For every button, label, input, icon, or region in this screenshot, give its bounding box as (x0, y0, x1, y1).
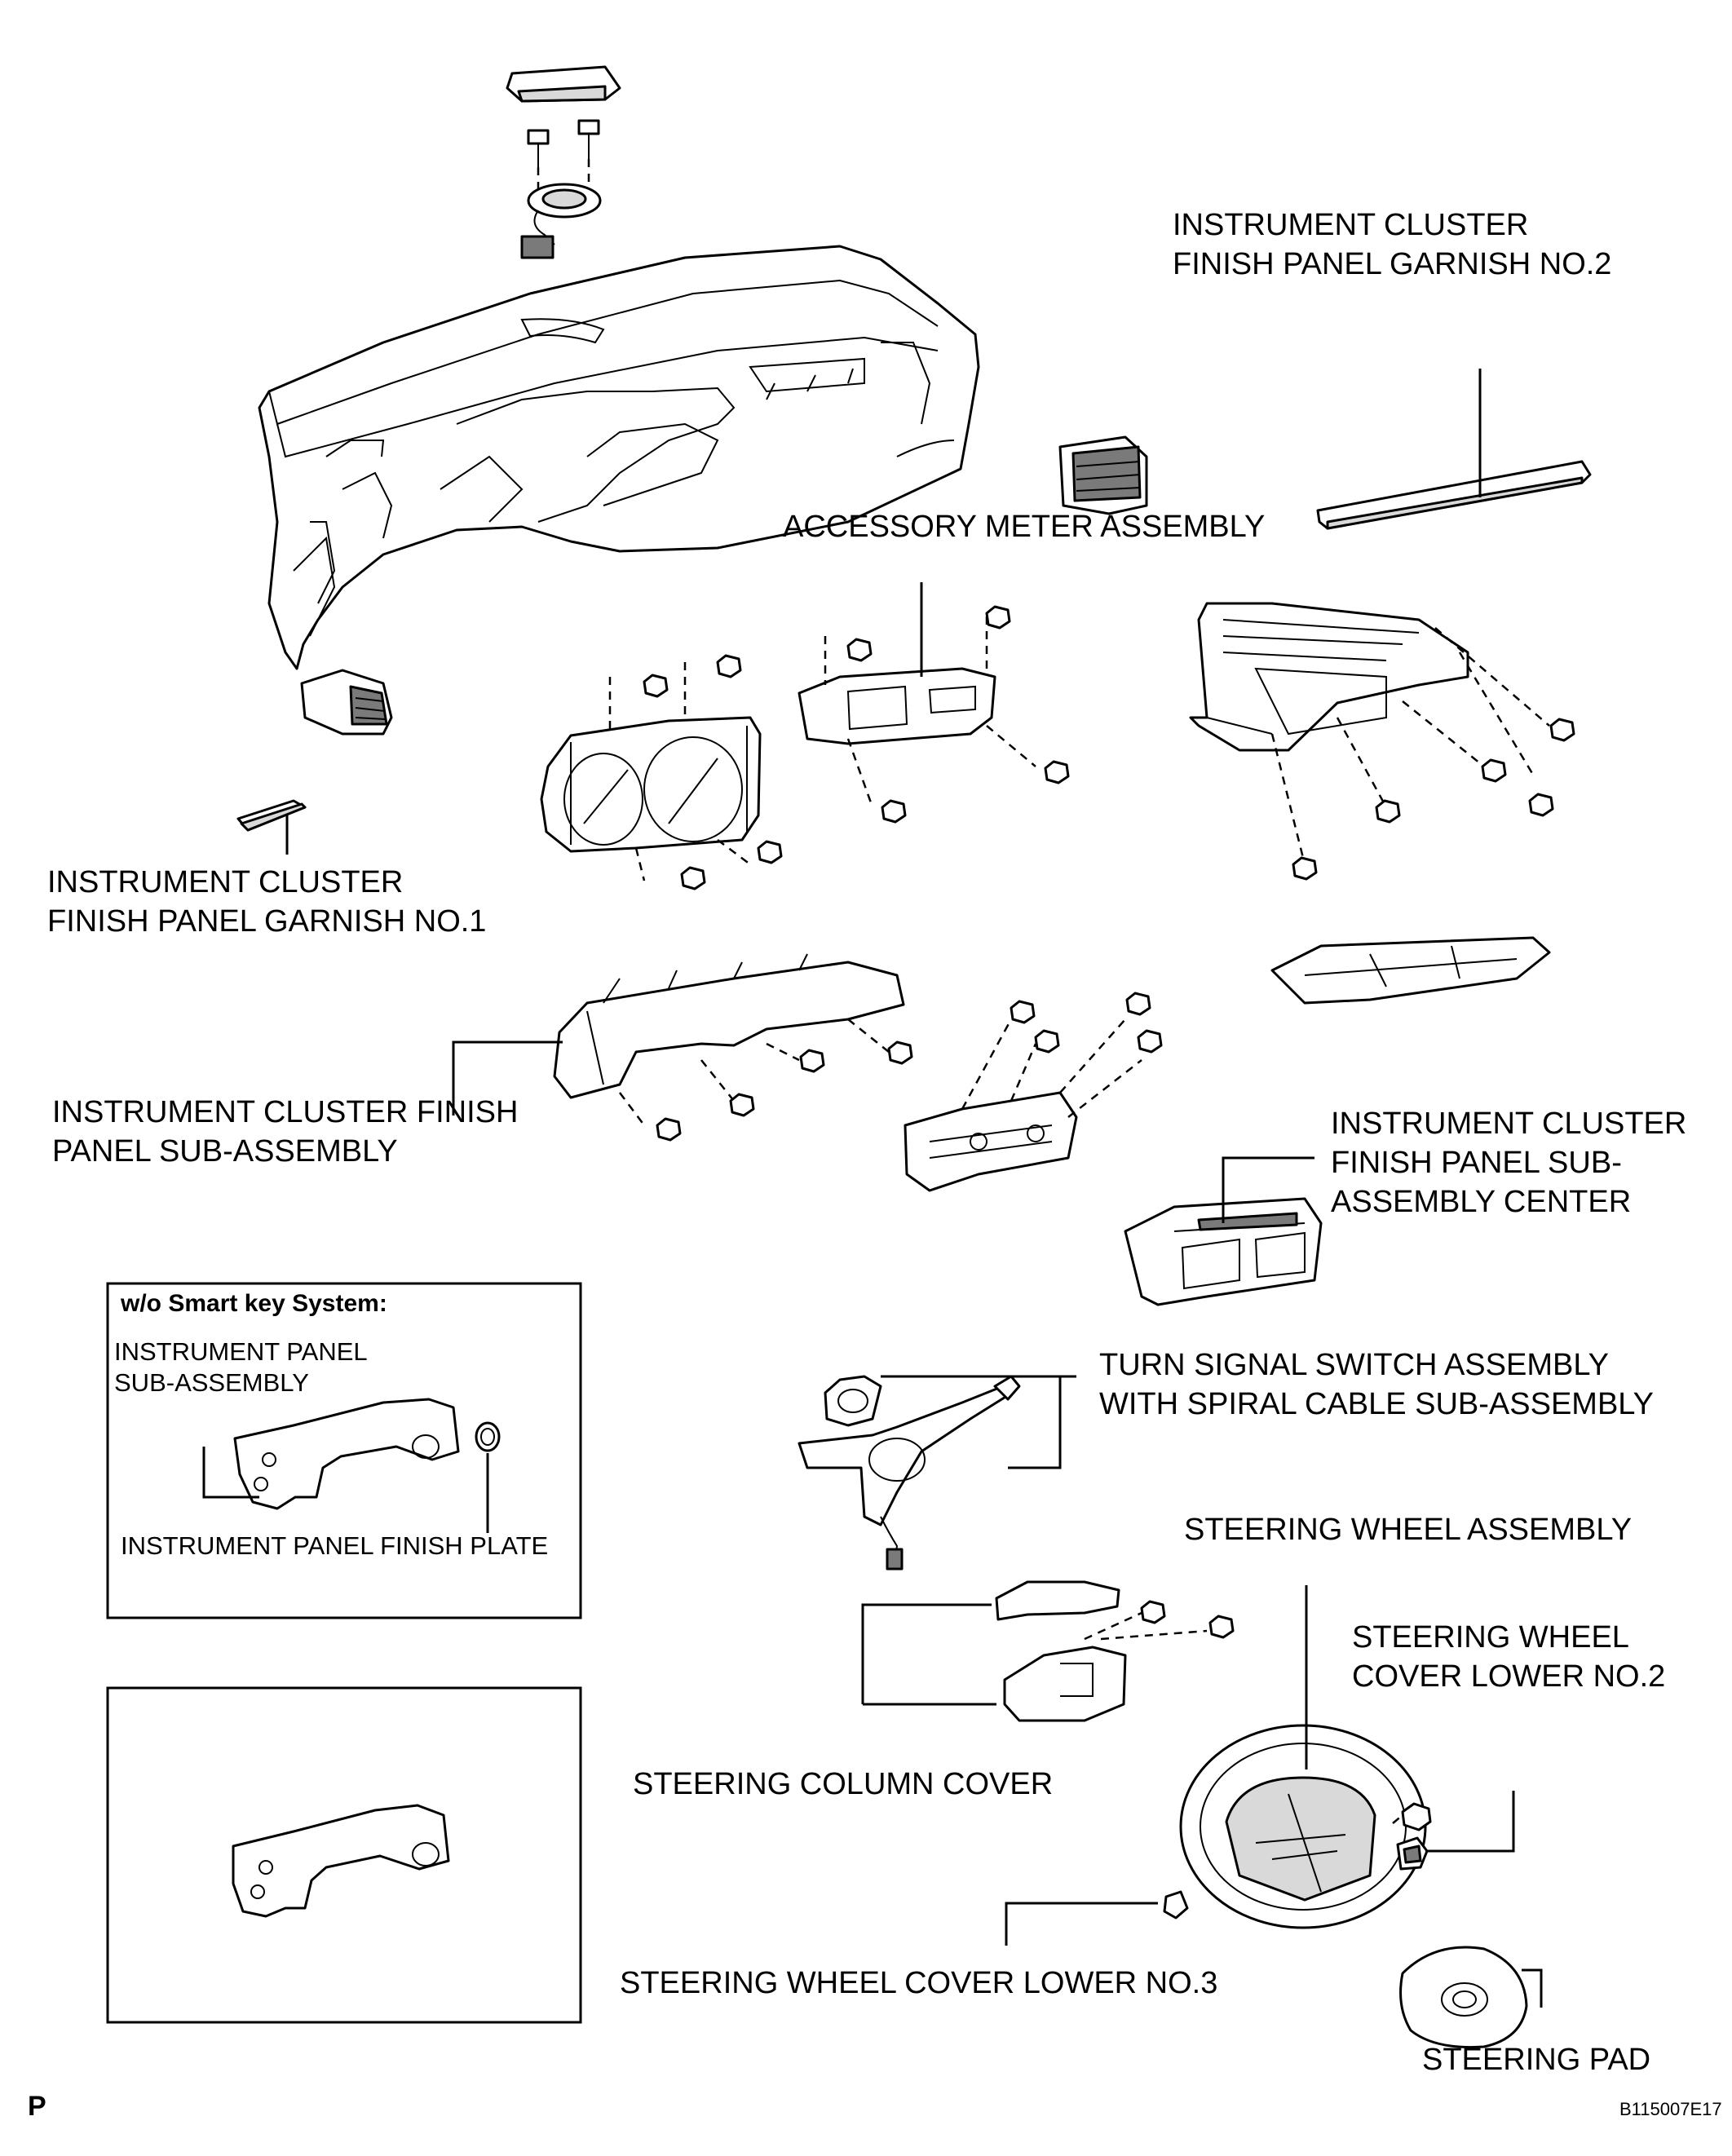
combination-meter-part (540, 662, 762, 881)
center-control-part (904, 1018, 1142, 1192)
label-column-cover: STEERING COLUMN COVER (633, 1767, 1053, 1801)
label-cluster-finish-panel: INSTRUMENT CLUSTER FINISH PANEL SUB-ASSE… (52, 1095, 518, 1169)
upper-panel-part (1270, 936, 1551, 1005)
label-cover-lower-no3: STEERING WHEEL COVER LOWER NO.3 (620, 1966, 1217, 2000)
garnish-no1-part (236, 799, 307, 832)
inset-smart-key-box: w/o Smart key System: INSTRUMENT PANEL S… (106, 1282, 582, 1619)
label-turn-signal-line1: TURN SIGNAL SWITCH ASSEMBLY (1099, 1348, 1609, 1382)
cover-lower-no3-part (1163, 1890, 1189, 1920)
inset-panel-label-line1: INSTRUMENT PANEL (114, 1337, 368, 1366)
accessory-meter-screw-part (846, 605, 1070, 824)
cluster-finish-screw-part (656, 1040, 913, 1142)
label-cluster-finish-center: INSTRUMENT CLUSTER FINISH PANEL SUB- ASS… (1331, 1107, 1686, 1219)
page-letter: P (28, 2091, 46, 2122)
speaker-part (520, 183, 602, 259)
label-garnish-no2: INSTRUMENT CLUSTER FINISH PANEL GARNISH … (1173, 208, 1611, 281)
steering-nut-part (1401, 1802, 1432, 1831)
inset-panel-label-line2: SUB-ASSEMBLY (114, 1368, 309, 1397)
speaker-cover-part (506, 65, 621, 103)
side-register-left-part (300, 669, 393, 736)
label-cluster-finish-center-line2: FINISH PANEL SUB- (1331, 1146, 1622, 1180)
label-accessory-meter: ACCESSORY METER ASSEMBLY (783, 510, 1265, 544)
label-cover-lower-no2-line2: COVER LOWER NO.2 (1352, 1659, 1665, 1694)
steering-column-cover-part (995, 1580, 1208, 1722)
label-cover-lower-no2: STEERING WHEEL COVER LOWER NO.2 (1352, 1620, 1665, 1694)
turn-signal-switch-part (798, 1375, 1021, 1571)
label-cluster-finish-panel-line2: PANEL SUB-ASSEMBLY (52, 1134, 398, 1169)
lower-panel-screw-part (1292, 718, 1575, 881)
label-garnish-no2-line1: INSTRUMENT CLUSTER (1173, 208, 1528, 242)
label-garnish-no1: INSTRUMENT CLUSTER FINISH PANEL GARNISH … (47, 865, 486, 939)
label-garnish-no1-line1: INSTRUMENT CLUSTER (47, 865, 403, 899)
accessory-meter-part (798, 616, 1036, 808)
label-cover-lower-no2-line1: STEERING WHEEL (1352, 1620, 1629, 1655)
label-cluster-finish-center-line1: INSTRUMENT CLUSTER (1331, 1107, 1686, 1141)
label-steering-pad: STEERING PAD (1422, 2043, 1650, 2077)
inset-finish-plate-label: INSTRUMENT PANEL FINISH PLATE (121, 1531, 548, 1560)
cover-lower-no2-part (1396, 1836, 1429, 1871)
column-cover-screw-part (1140, 1600, 1235, 1639)
center-control-screw-part (1010, 992, 1163, 1054)
inset-panel-alt-box (106, 1686, 582, 2024)
label-cluster-finish-center-line3: ASSEMBLY CENTER (1331, 1185, 1631, 1219)
label-garnish-no2-line2: FINISH PANEL GARNISH NO.2 (1173, 247, 1611, 281)
label-turn-signal-line2: WITH SPIRAL CABLE SUB-ASSEMBLY (1099, 1387, 1654, 1421)
label-steering-wheel-assembly: STEERING WHEEL ASSEMBLY (1184, 1513, 1632, 1547)
leader-lines (285, 369, 1543, 2008)
cluster-finish-center-part (1124, 1197, 1323, 1306)
label-turn-signal: TURN SIGNAL SWITCH ASSEMBLY WITH SPIRAL … (1099, 1348, 1654, 1421)
meter-screw-part (643, 654, 783, 890)
lower-panel-part (1189, 602, 1550, 865)
cluster-finish-panel-part (553, 953, 905, 1126)
garnish-no2-part (1316, 460, 1592, 530)
speaker-screw-part (527, 119, 600, 192)
inset-title: w/o Smart key System: (120, 1290, 387, 1317)
label-garnish-no1-line2: FINISH PANEL GARNISH NO.1 (47, 904, 486, 939)
label-cluster-finish-panel-line1: INSTRUMENT CLUSTER FINISH (52, 1095, 518, 1129)
steering-wheel-part (1179, 1724, 1427, 1929)
instrument-panel-part (258, 245, 980, 670)
figure-code: B115007E17 (1619, 2099, 1722, 2119)
side-register-right-part (1058, 435, 1148, 515)
steering-pad-part (1399, 1946, 1528, 2049)
